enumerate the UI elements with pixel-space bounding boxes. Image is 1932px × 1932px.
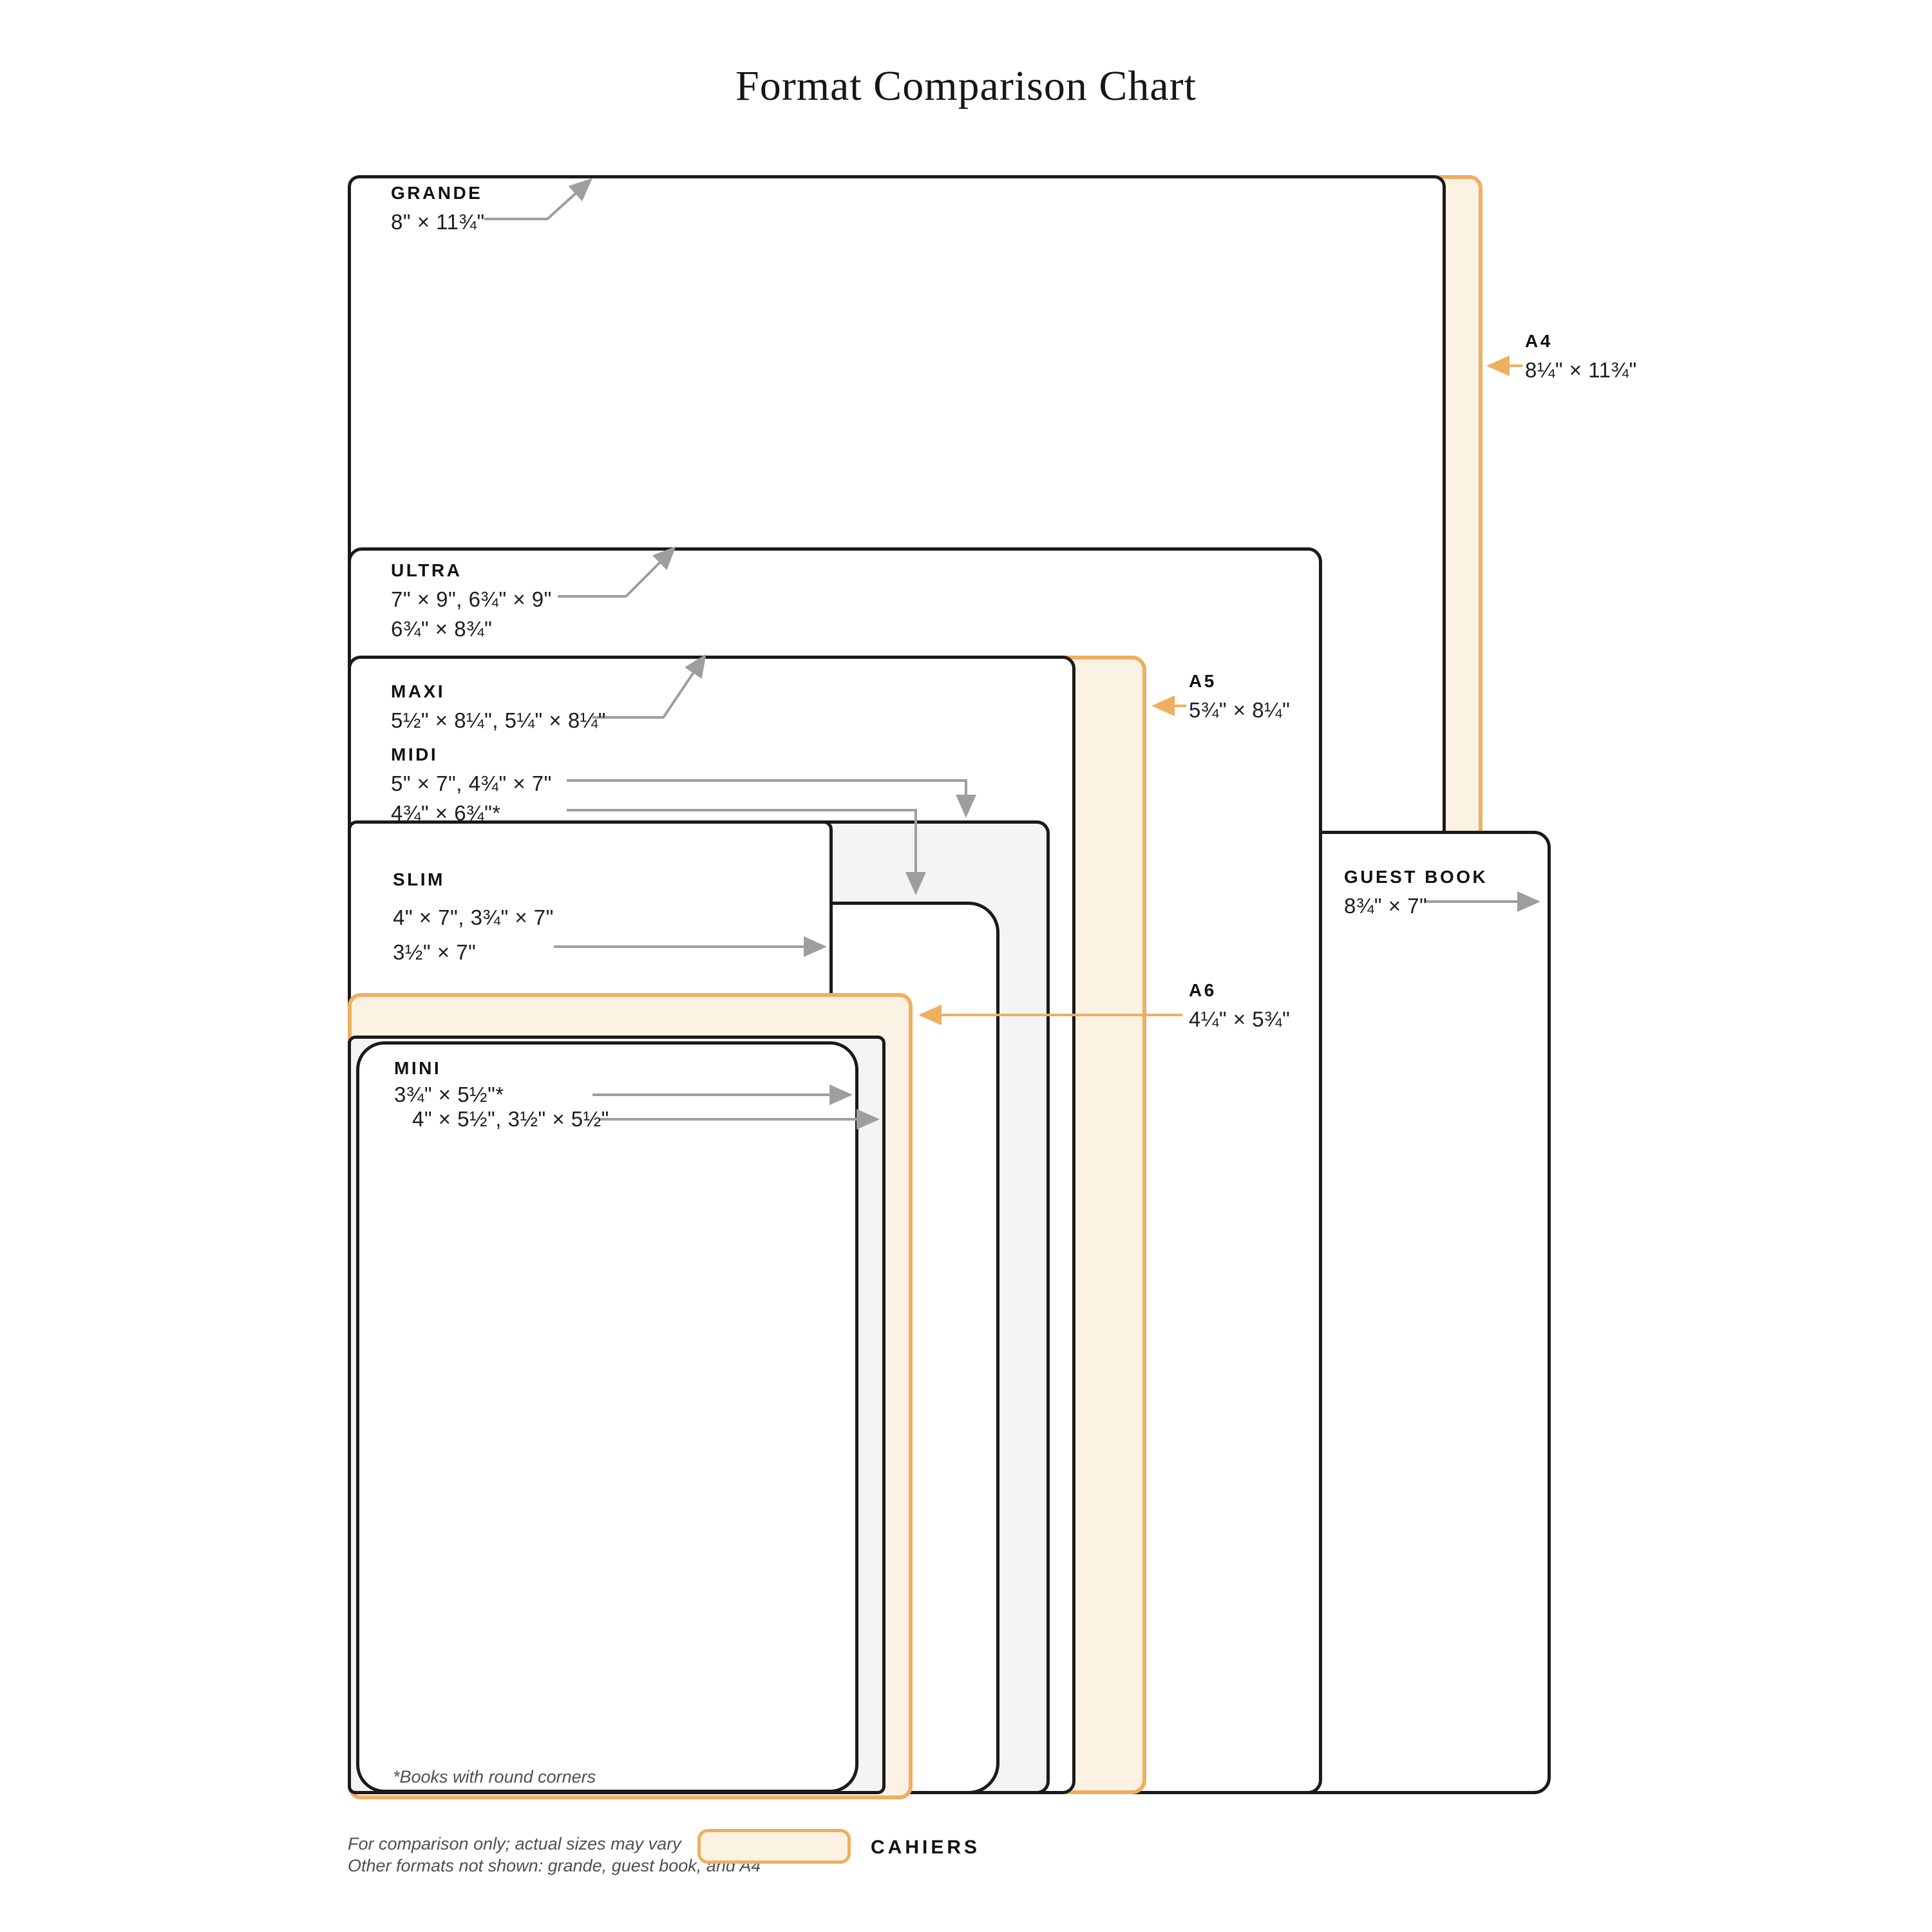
- a4-dims: 8¼" × 11¾": [1525, 358, 1637, 382]
- a4-name: A4: [1525, 331, 1553, 351]
- ultra-name: ULTRA: [391, 560, 462, 580]
- cahiers-legend-swatch: [697, 1829, 851, 1864]
- ultra-dims-1: 7" × 9", 6¾" × 9": [391, 587, 552, 611]
- maxi-dims: 5½" × 8¼", 5¼" × 8¼": [391, 708, 606, 732]
- a5-dims: 5¾" × 8¼": [1189, 698, 1291, 722]
- mini-label: MINI 3¾" × 5½"* 4" × 5½", 3½" × 5½": [394, 1059, 609, 1132]
- midi-dims-2: 4¾" × 6¾"*: [391, 801, 501, 825]
- a5-label: A5 5¾" × 8¼": [1189, 672, 1290, 725]
- maxi-name: MAXI: [391, 681, 445, 701]
- grande-label: GRANDE 8" × 11¾": [391, 184, 485, 237]
- grande-dims: 8" × 11¾": [391, 210, 485, 234]
- page-title: Format Comparison Chart: [735, 62, 1197, 109]
- mini-dims-2: 4" × 5½", 3½" × 5½": [412, 1107, 609, 1131]
- midi-dims-1: 5" × 7", 4¾" × 7": [391, 772, 552, 795]
- midi-name: MIDI: [391, 744, 439, 764]
- a6-dims: 4¼" × 5¾": [1189, 1007, 1291, 1031]
- guest-book-dims: 8¾" × 7": [1344, 894, 1428, 918]
- a6-label: A6 4¼" × 5¾": [1189, 981, 1290, 1034]
- guest-book-name: GUEST BOOK: [1344, 867, 1488, 887]
- footer-line-2: Other formats not shown: grande, guest b…: [348, 1856, 761, 1875]
- cahiers-legend-label: CAHIERS: [871, 1837, 981, 1858]
- a4-label: A4 8¼" × 11¾": [1525, 332, 1637, 385]
- guest-book-label: GUEST BOOK 8¾" × 7": [1344, 868, 1488, 921]
- slim-name: SLIM: [393, 869, 445, 889]
- midi-label: MIDI 5" × 7", 4¾" × 7" 4¾" × 6¾"*: [391, 746, 552, 828]
- ultra-dims-2: 6¾" × 8¾": [391, 617, 493, 641]
- a6-name: A6: [1189, 980, 1217, 1000]
- grande-name: GRANDE: [391, 183, 483, 203]
- mini-inner-box: [356, 1041, 858, 1793]
- ultra-label: ULTRA 7" × 9", 6¾" × 9" 6¾" × 8¾": [391, 562, 552, 644]
- slim-label: SLIM 4" × 7", 3¾" × 7" 3½" × 7": [393, 871, 554, 970]
- slim-dims-2: 3½" × 7": [393, 940, 477, 964]
- a5-name: A5: [1189, 671, 1217, 691]
- mini-dims-1: 3¾" × 5½"*: [394, 1083, 504, 1106]
- mini-name: MINI: [394, 1058, 442, 1078]
- footer-line-1: For comparison only; actual sizes may va…: [348, 1834, 681, 1853]
- maxi-label: MAXI 5½" × 8¼", 5¼" × 8¼": [391, 683, 606, 735]
- round-corners-footnote: *Books with round corners: [393, 1767, 596, 1786]
- footer-note: For comparison only; actual sizes may va…: [348, 1833, 761, 1877]
- slim-dims-1: 4" × 7", 3¾" × 7": [393, 905, 554, 929]
